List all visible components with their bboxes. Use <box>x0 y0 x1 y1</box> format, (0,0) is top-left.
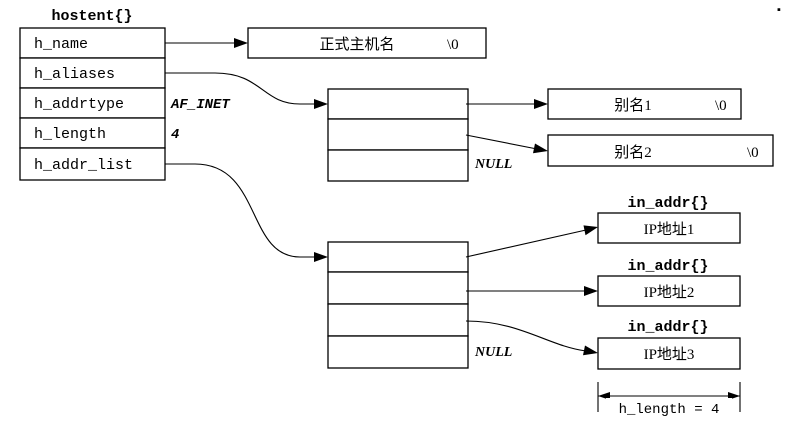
dimension-label-bg <box>606 398 732 418</box>
ip-address-2: IP地址2 <box>644 284 695 301</box>
arrow-h-name-head <box>234 38 248 48</box>
field-h-addrtype: h_addrtype <box>34 96 124 113</box>
field-h-length: h_length <box>34 126 106 143</box>
in-addr-3-cell <box>597 337 741 370</box>
field-h-aliases-cell <box>19 57 166 89</box>
alias-pointer-null <box>327 149 469 182</box>
addr-null-label: NULL <box>474 345 512 360</box>
addr-pointer-1 <box>327 271 469 305</box>
in-addr-2: in_addr{} IP地址2 <box>597 258 741 307</box>
hostent-struct: hostent{} h_name h_aliases h_addrtype h_… <box>19 8 231 181</box>
alias-2-terminator: \0 <box>747 145 759 161</box>
alias-2-cell <box>547 134 774 167</box>
alias-pointer-0 <box>327 88 469 120</box>
alias-string-1: 别名1 \0 <box>547 88 742 120</box>
in-addr-3: in_addr{} IP地址3 <box>597 319 741 370</box>
field-h-addr-list: h_addr_list <box>34 157 133 174</box>
alias-pointer-array: NULL <box>327 88 512 182</box>
arrow-alias-2-head <box>533 143 548 154</box>
arrow-ip-1-head <box>583 225 598 236</box>
dimension-label: h_length = 4 <box>619 402 720 418</box>
alias-1-label: 别名1 <box>614 97 652 114</box>
official-name-label: 正式主机名 <box>319 36 394 53</box>
arrow-alias-2 <box>465 134 538 150</box>
field-h-aliases: h_aliases <box>34 66 115 83</box>
arrow-h-addr-list <box>165 163 316 258</box>
arrow-h-aliases <box>165 72 316 105</box>
official-name-terminator: \0 <box>447 37 459 53</box>
arrow-ip-3 <box>465 320 587 352</box>
arrow-h-aliases-head <box>314 99 328 109</box>
addr-pointer-array: NULL <box>327 241 512 369</box>
addrtype-value: AF_INET <box>170 97 231 113</box>
in-addr-1: in_addr{} IP地址1 <box>597 195 741 244</box>
length-value: 4 <box>171 127 179 143</box>
alias-2-label: 别名2 <box>614 144 652 161</box>
addr-pointer-null <box>327 335 469 369</box>
alias-1-terminator: \0 <box>715 98 727 114</box>
alias-pointer-1 <box>327 118 469 151</box>
corner-mark: ▪ <box>777 4 781 16</box>
ip-address-3: IP地址3 <box>644 346 695 363</box>
addr-pointer-0 <box>327 241 469 273</box>
addr-pointer-2 <box>327 303 469 337</box>
field-h-name: h_name <box>34 36 88 53</box>
alias-null-label: NULL <box>474 157 512 172</box>
arrow-h-addr-list-head <box>314 252 328 262</box>
arrow-ip-2-head <box>584 286 598 296</box>
in-addr-3-title: in_addr{} <box>627 319 708 336</box>
length-dimension: h_length = 4 <box>597 382 741 418</box>
in-addr-1-title: in_addr{} <box>627 195 708 212</box>
field-h-name-cell <box>19 27 166 59</box>
official-name-box: 正式主机名 \0 <box>247 27 487 59</box>
arrow-ip-3-head <box>583 345 598 356</box>
arrow-alias-1-head <box>534 99 548 109</box>
ip-address-1: IP地址1 <box>644 221 695 238</box>
hostent-title: hostent{} <box>51 8 132 25</box>
in-addr-2-title: in_addr{} <box>627 258 708 275</box>
arrow-ip-1 <box>465 229 587 258</box>
alias-1-cell <box>547 88 742 120</box>
pointer-arrows <box>165 38 598 356</box>
alias-string-2: 别名2 \0 <box>547 134 774 167</box>
in-addr-1-cell <box>597 212 741 244</box>
field-h-addr-list-cell <box>19 147 166 181</box>
field-h-length-cell <box>19 117 166 149</box>
